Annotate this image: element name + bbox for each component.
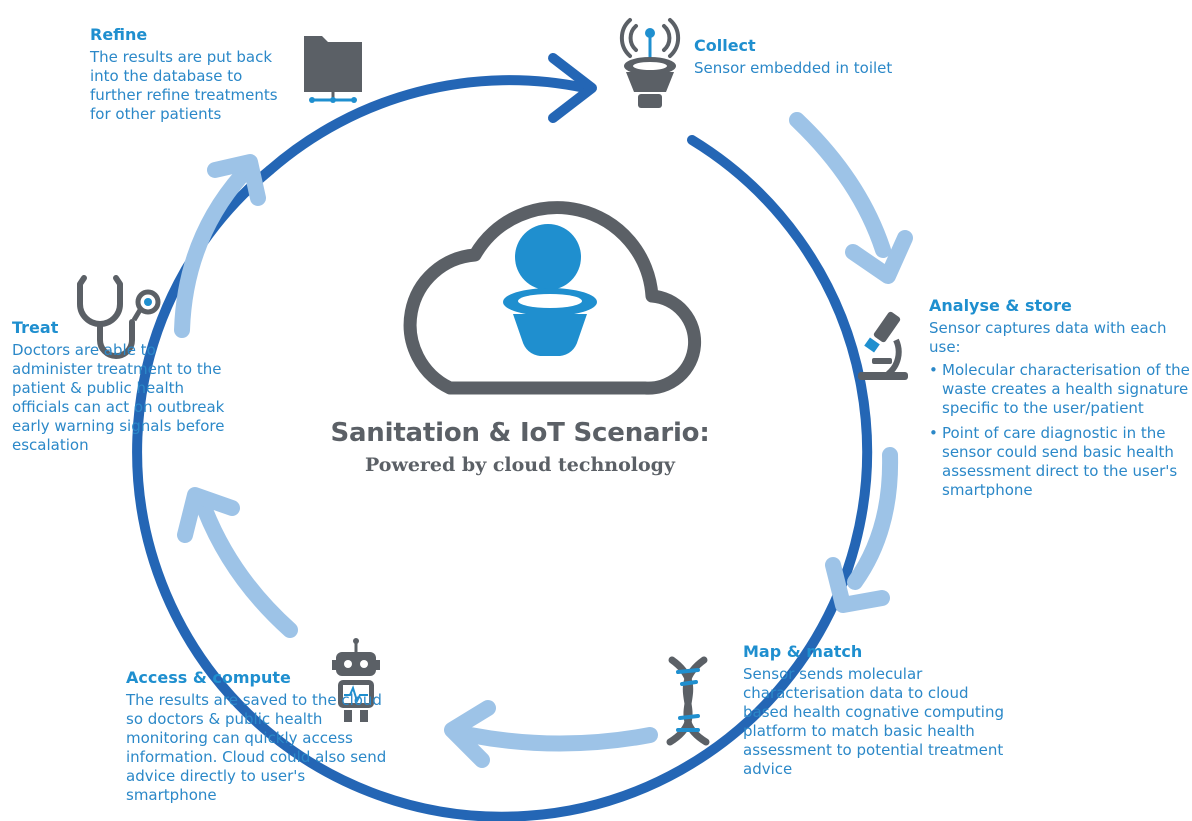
diagram-subtitle: Powered by cloud technology — [365, 454, 675, 476]
robot-icon — [332, 638, 380, 722]
arrow-access-to-treat — [177, 487, 298, 638]
step-analyse-heading: Analyse & store — [929, 296, 1072, 315]
arrow-map-to-access — [444, 700, 658, 768]
step-analyse-bullet: Molecular characterisation of the waste … — [929, 361, 1191, 418]
diagram-title-block: Sanitation & IoT Scenario: Powered by cl… — [300, 418, 740, 476]
dna-icon — [666, 656, 710, 746]
wireless-toilet-sensor-icon — [619, 18, 681, 108]
main-cycle-arrow-arc — [265, 75, 590, 175]
step-map: Map & match Sensor sends molecular chara… — [743, 642, 1013, 779]
step-collect-heading: Collect — [694, 36, 756, 55]
network-folder-icon — [304, 36, 362, 103]
arrow-treat-to-refine — [174, 154, 266, 338]
step-analyse-bullets: Molecular characterisation of the waste … — [929, 361, 1191, 500]
microscope-icon — [858, 311, 908, 380]
step-collect-text: Sensor embedded in toilet — [694, 59, 893, 77]
step-treat: Treat Doctors are able to administer tre… — [12, 318, 232, 455]
step-analyse: Analyse & store Sensor captures data wit… — [929, 296, 1191, 506]
step-map-heading: Map & match — [743, 642, 863, 661]
step-treat-text: Doctors are able to administer treatment… — [12, 341, 225, 454]
step-analyse-bullet: Point of care diagnostic in the sensor c… — [929, 424, 1191, 500]
step-access-text: The results are saved to the cloud so do… — [126, 691, 387, 804]
stethoscope-icon — [77, 275, 161, 359]
arrow-collect-to-analyse — [789, 112, 913, 284]
toilet-person-icon — [503, 224, 597, 356]
step-access: Access & compute The results are saved t… — [126, 668, 396, 805]
step-refine-heading: Refine — [90, 25, 148, 44]
step-map-text: Sensor sends molecular characterisation … — [743, 665, 1005, 778]
step-refine-text: The results are put back into the databa… — [90, 48, 278, 123]
main-cycle-arrowhead — [548, 53, 597, 123]
cloud-icon — [403, 201, 702, 395]
step-access-heading: Access & compute — [126, 668, 291, 687]
diagram-title: Sanitation & IoT Scenario: — [330, 418, 710, 448]
arrow-analyse-to-map — [825, 447, 899, 613]
step-collect: Collect Sensor embedded in toilet — [694, 36, 954, 78]
step-analyse-text: Sensor captures data with each use: — [929, 319, 1167, 356]
step-refine: Refine The results are put back into the… — [90, 25, 290, 124]
step-treat-heading: Treat — [12, 318, 59, 337]
